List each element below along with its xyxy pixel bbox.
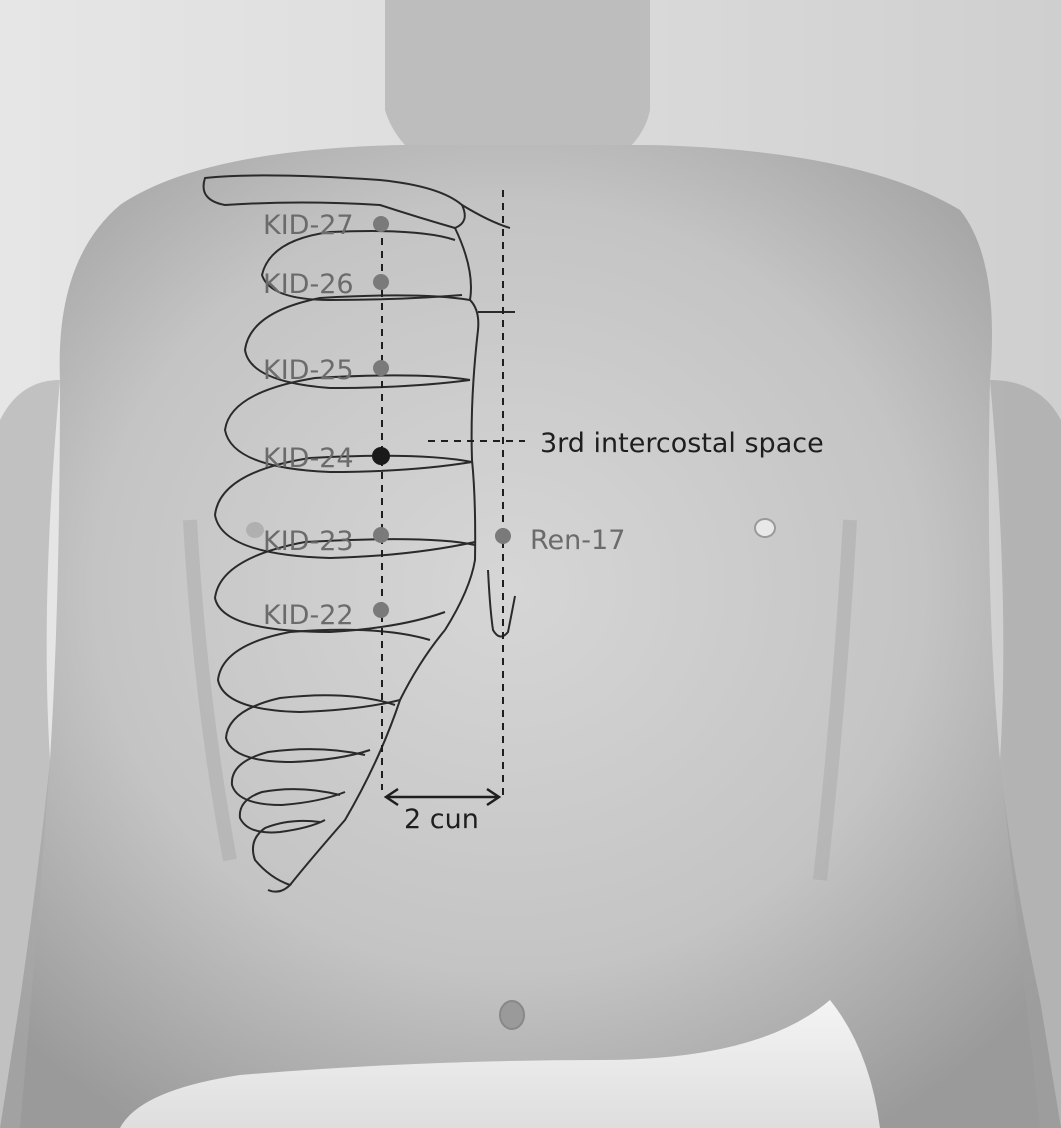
point-kid27-dot — [373, 216, 389, 232]
label-kid23: KID-23 — [263, 526, 354, 557]
label-kid25: KID-25 — [263, 355, 354, 386]
waist-cloth — [120, 1000, 880, 1128]
sternal-notch-line — [461, 204, 511, 229]
label-intercostal: 3rd intercostal space — [540, 428, 824, 459]
label-kid26: KID-26 — [263, 269, 354, 300]
neck — [385, 0, 650, 185]
sternum-edge — [444, 227, 480, 631]
xiphoid-process — [487, 569, 516, 638]
label-kid27: KID-27 — [263, 210, 354, 241]
left-side-contour — [813, 519, 857, 881]
point-kid24-dot — [372, 447, 390, 465]
label-kid24: KID-24 — [263, 443, 354, 474]
left-nipple — [754, 518, 776, 538]
point-kid23-dot — [373, 527, 389, 543]
label-distance: 2 cun — [404, 804, 479, 835]
label-ren17: Ren-17 — [530, 525, 625, 556]
distance-arrow — [383, 787, 502, 807]
label-kid22: KID-22 — [263, 600, 354, 631]
point-ren17-dot — [495, 528, 511, 544]
point-kid26-dot — [373, 274, 389, 290]
right-side-contour — [183, 519, 237, 862]
point-kid25-dot — [373, 360, 389, 376]
torso — [0, 145, 1061, 1128]
navel — [499, 1000, 525, 1030]
right-arm-shadow — [0, 380, 60, 1128]
left-arm-shadow — [990, 380, 1061, 1128]
point-kid22-dot — [373, 602, 389, 618]
right-nipple — [246, 522, 264, 538]
